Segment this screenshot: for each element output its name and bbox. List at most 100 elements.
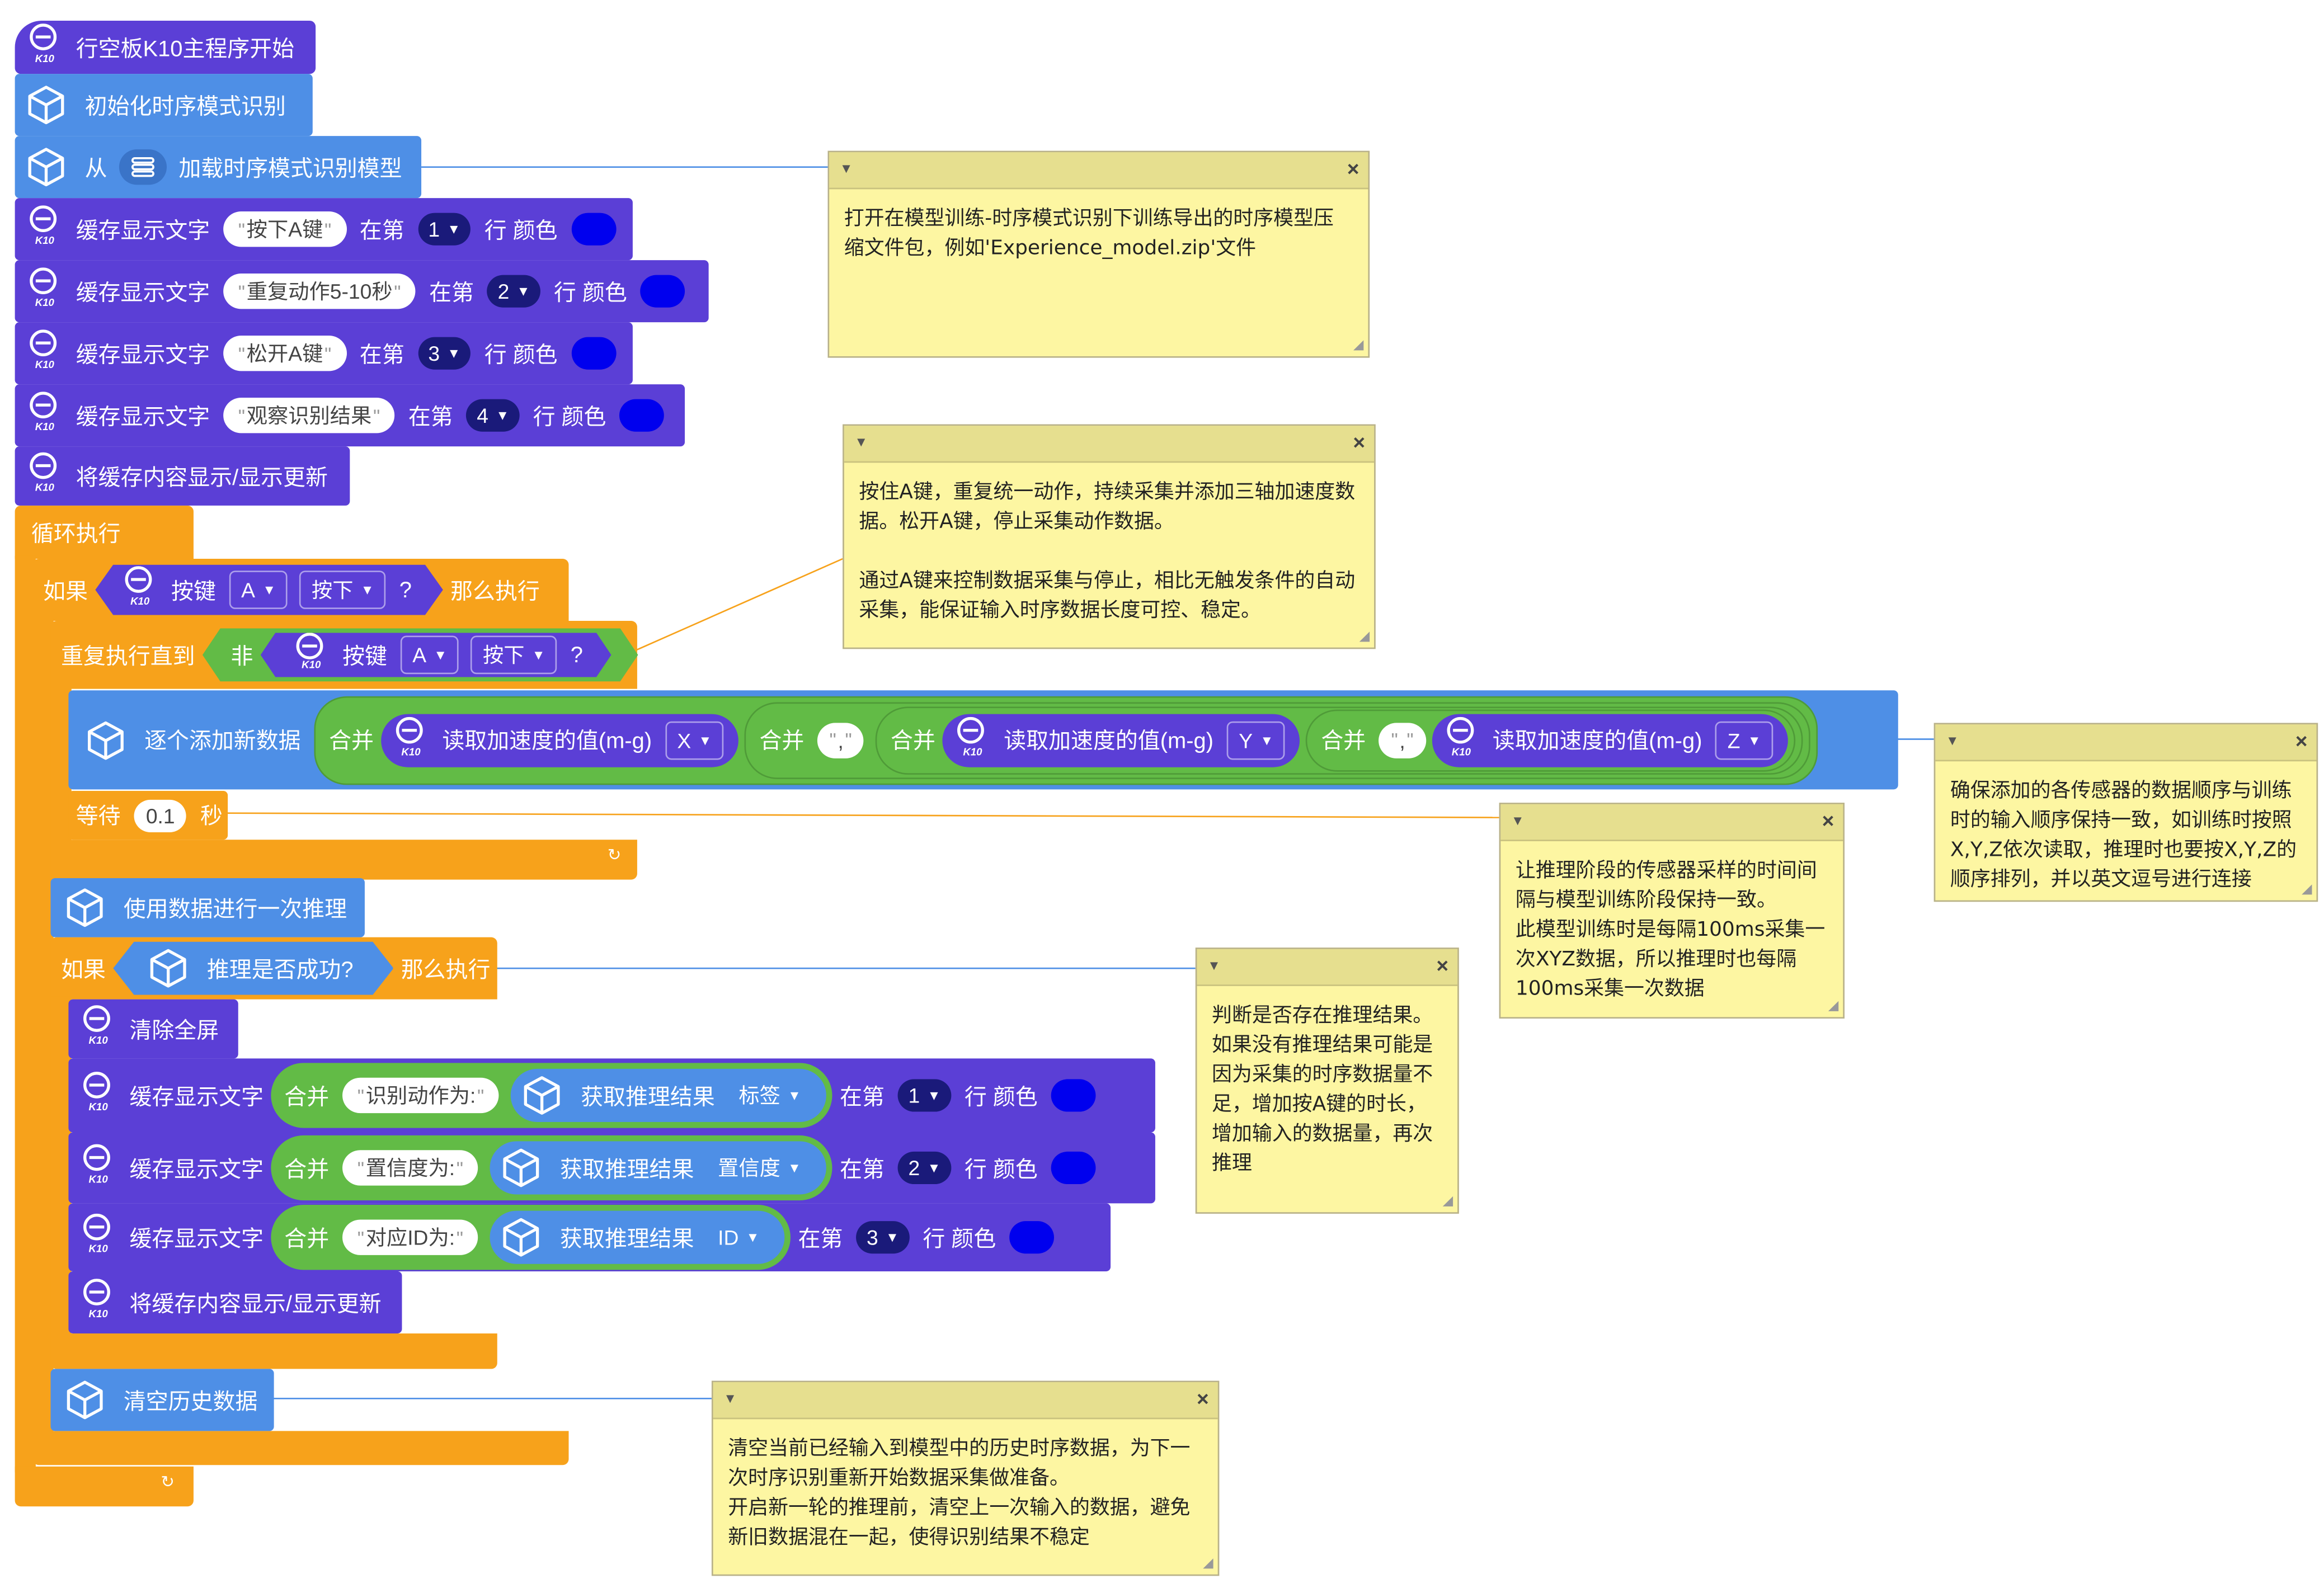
result-display-row-2[interactable]: K10 缓存显示文字 合并 "置信度为:" 获取推理结果 置信度▼ 在第 2▼ …: [68, 1132, 1155, 1204]
comment-button-collect[interactable]: ▼× 按住A键，重复统一动作，持续采集并添加三轴加速度数据。松开A键，停止采集动…: [843, 424, 1376, 649]
from-label: 从: [84, 155, 107, 181]
refresh-display-block-2[interactable]: K10 将缓存内容显示/显示更新: [68, 1271, 402, 1333]
color-swatch[interactable]: [571, 213, 616, 246]
join-block[interactable]: 合并 "置信度为:" 获取推理结果 置信度▼: [271, 1135, 832, 1201]
hat-label: 行空板K10主程序开始: [76, 36, 295, 62]
row-select[interactable]: 2▼: [897, 1151, 951, 1185]
state-dropdown[interactable]: 按下▼: [471, 635, 557, 674]
init-timeseries-block[interactable]: 初始化时序模式识别: [15, 74, 313, 136]
get-inference-result[interactable]: 获取推理结果 ID▼: [490, 1210, 785, 1264]
color-swatch[interactable]: [1051, 1151, 1096, 1185]
at-label: 在第: [359, 218, 404, 243]
close-icon[interactable]: ×: [1196, 1387, 1209, 1411]
refresh-display-block[interactable]: K10 将缓存内容显示/显示更新: [15, 446, 350, 506]
row-select[interactable]: 2▼: [487, 275, 541, 308]
key-dropdown[interactable]: A▼: [229, 571, 288, 609]
axis-dropdown[interactable]: Y▼: [1226, 720, 1286, 760]
color-swatch[interactable]: [619, 399, 665, 432]
clear-screen-block[interactable]: K10 清除全屏: [68, 999, 238, 1059]
comma-input[interactable]: ",": [817, 722, 864, 758]
resize-handle-icon[interactable]: ◢: [1828, 998, 1839, 1013]
collapse-icon[interactable]: ▼: [839, 161, 853, 176]
text-input[interactable]: "观察识别结果": [223, 397, 395, 433]
cache-display-row-4[interactable]: K10 缓存显示文字 "观察识别结果" 在第 4▼ 行 颜色: [15, 384, 685, 447]
read-accel-y[interactable]: K10 读取加速度的值(m-g) Y▼: [943, 713, 1301, 767]
resize-handle-icon[interactable]: ◢: [1442, 1193, 1453, 1208]
add-data-label: 逐个添加新数据: [144, 728, 301, 754]
row-select[interactable]: 4▼: [466, 399, 520, 432]
result-field-dropdown[interactable]: 标签▼: [738, 1083, 801, 1107]
join-block[interactable]: 合并 "识别动作为:" 获取推理结果 标签▼: [271, 1063, 832, 1128]
resize-handle-icon[interactable]: ◢: [2302, 881, 2312, 896]
button-pressed-condition[interactable]: K10 按键 A▼ 按下▼ ?: [95, 565, 443, 615]
result-display-row-3[interactable]: K10 缓存显示文字 合并 "对应ID为:" 获取推理结果 ID▼ 在第 3▼ …: [68, 1203, 1111, 1271]
row-select[interactable]: 1▼: [897, 1079, 951, 1112]
color-swatch[interactable]: [1009, 1221, 1055, 1254]
cache-display-row-1[interactable]: K10 缓存显示文字 "按下A键" 在第 1▼ 行 颜色: [15, 198, 633, 261]
join-inner-2[interactable]: 合并 K10 读取加速度的值(m-g) Y▼ 合并 "," K10 读取加速度的…: [876, 706, 1803, 774]
run-inference-block[interactable]: 使用数据进行一次推理: [50, 878, 365, 937]
row-select[interactable]: 3▼: [417, 337, 471, 370]
key-dropdown[interactable]: A▼: [401, 635, 459, 674]
forever-loop[interactable]: [15, 505, 194, 559]
button-label: 按键: [342, 644, 387, 669]
get-inference-result[interactable]: 获取推理结果 置信度▼: [490, 1141, 827, 1195]
cache-display-row-2[interactable]: K10 缓存显示文字 "重复动作5-10秒" 在第 2▼ 行 颜色: [15, 260, 709, 323]
close-icon[interactable]: ×: [1822, 808, 1834, 833]
comment-data-order[interactable]: ▼× 确保添加的各传感器的数据顺序与训练时的输入顺序保持一致，如训练时按照X,Y…: [1933, 723, 2318, 902]
clear-history-block[interactable]: 清空历史数据: [50, 1369, 274, 1431]
not-operator[interactable]: 非 K10 按键 A▼ 按下▼ ?: [203, 628, 638, 681]
state-dropdown[interactable]: 按下▼: [300, 571, 386, 609]
resize-handle-icon[interactable]: ◢: [1203, 1555, 1213, 1570]
then-label: 那么执行: [450, 578, 540, 604]
join-block[interactable]: 合并 "对应ID为:" 获取推理结果 ID▼: [271, 1205, 791, 1270]
read-accel-x[interactable]: K10 读取加速度的值(m-g) X▼: [381, 713, 739, 767]
axis-dropdown[interactable]: X▼: [665, 720, 724, 760]
resize-handle-icon[interactable]: ◢: [1359, 628, 1370, 643]
color-swatch[interactable]: [571, 337, 616, 370]
load-model-block[interactable]: 从 加载时序模式识别模型: [15, 136, 422, 199]
comment-inference-check[interactable]: ▼× 判断是否存在推理结果。 如果没有推理结果可能是因为采集的时序数据量不足，增…: [1195, 948, 1459, 1214]
collapse-icon[interactable]: ▼: [854, 435, 868, 450]
comma-input[interactable]: ",": [1379, 722, 1426, 758]
join-inner-1[interactable]: 合并 "," 合并 K10 读取加速度的值(m-g) Y▼ 合并 "," K10: [744, 701, 1810, 779]
collapse-icon[interactable]: ▼: [723, 1391, 737, 1406]
row-select[interactable]: 1▼: [417, 213, 471, 246]
result-field-dropdown[interactable]: 置信度▼: [718, 1156, 801, 1180]
comment-load-model[interactable]: ▼× 打开在模型训练-时序模式识别下训练导出的时序模型压缩文件包，例如'Expe…: [827, 150, 1370, 358]
collapse-icon[interactable]: ▼: [1945, 733, 1959, 748]
collapse-icon[interactable]: ▼: [1511, 813, 1525, 828]
model-file-selector[interactable]: [119, 149, 167, 185]
resize-handle-icon[interactable]: ◢: [1353, 337, 1364, 352]
result-field-dropdown[interactable]: ID▼: [718, 1226, 760, 1250]
join-inner-3[interactable]: 合并 "," K10 读取加速度的值(m-g) Z▼: [1306, 709, 1795, 771]
close-icon[interactable]: ×: [1353, 430, 1366, 454]
add-new-data-block[interactable]: 逐个添加新数据 合并 K10 读取加速度的值(m-g) X▼ 合并 "," 合并…: [68, 690, 1898, 790]
read-accel-z[interactable]: K10 读取加速度的值(m-g) Z▼: [1431, 713, 1788, 767]
join-outer[interactable]: 合并 K10 读取加速度的值(m-g) X▼ 合并 "," 合并 K10 读取加…: [314, 695, 1818, 785]
k10-main-start-hat[interactable]: K10 行空板K10主程序开始: [15, 21, 316, 74]
collapse-icon[interactable]: ▼: [1207, 958, 1221, 973]
wait-seconds-input[interactable]: 0.1: [134, 799, 187, 832]
text-input[interactable]: "置信度为:": [342, 1150, 478, 1186]
button-pressed-condition[interactable]: K10 按键 A▼ 按下▼ ?: [261, 633, 611, 677]
comment-sample-interval[interactable]: ▼× 让推理阶段的传感器采样的时间间隔与模型训练阶段保持一致。 此模型训练时是每…: [1499, 803, 1845, 1019]
get-inference-result[interactable]: 获取推理结果 标签▼: [511, 1068, 827, 1123]
text-input[interactable]: "按下A键": [223, 211, 346, 247]
comment-clear-history[interactable]: ▼× 清空当前已经输入到模型中的历史时序数据，为下一次时序识别重新开始数据采集做…: [711, 1380, 1220, 1576]
wait-block[interactable]: 等待 0.1 秒: [68, 791, 228, 840]
axis-dropdown[interactable]: Z▼: [1715, 720, 1773, 760]
text-input[interactable]: "识别动作为:": [342, 1077, 499, 1114]
color-swatch[interactable]: [640, 275, 685, 308]
cache-display-row-3[interactable]: K10 缓存显示文字 "松开A键" 在第 3▼ 行 颜色: [15, 322, 633, 385]
color-swatch[interactable]: [1051, 1079, 1096, 1112]
close-icon[interactable]: ×: [1436, 953, 1449, 978]
row-select[interactable]: 3▼: [856, 1221, 910, 1254]
close-icon[interactable]: ×: [2295, 728, 2308, 753]
text-input[interactable]: "重复动作5-10秒": [223, 273, 416, 309]
close-icon[interactable]: ×: [1347, 157, 1359, 181]
text-input[interactable]: "松开A键": [223, 335, 346, 371]
inference-success-condition[interactable]: 推理是否成功?: [113, 942, 393, 995]
text-input[interactable]: "对应ID为:": [342, 1219, 478, 1255]
result-display-row-1[interactable]: K10 缓存显示文字 合并 "识别动作为:" 获取推理结果 标签▼ 在第 1▼ …: [68, 1058, 1155, 1133]
